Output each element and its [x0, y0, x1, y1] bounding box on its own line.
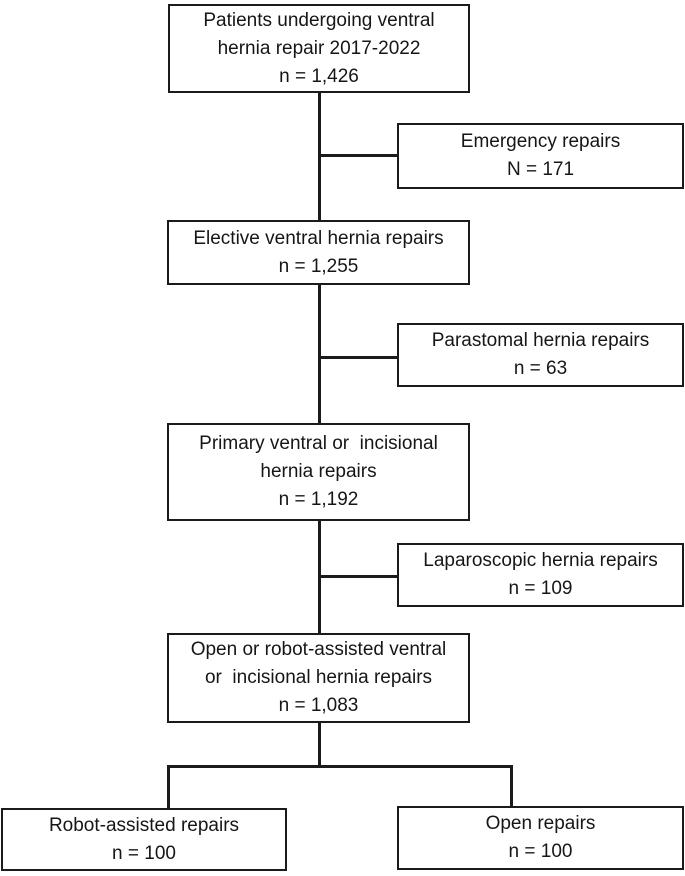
node-elective-count: n = 1,255: [278, 255, 359, 277]
connector-split-bar: [167, 765, 513, 768]
node-laparoscopic-count: n = 109: [508, 578, 573, 599]
node-patients-line-2: hernia repair 2017-2022: [217, 37, 421, 59]
node-open-repairs: Open repairs n = 100: [397, 806, 684, 870]
connector-branch-emergency: [320, 154, 398, 157]
node-robot-assisted-count: n = 100: [112, 842, 176, 864]
connector-spine-2: [318, 284, 321, 424]
connector-spine-4: [318, 722, 321, 767]
node-patients-count: n = 1,426: [279, 65, 359, 87]
node-parastomal: Parastomal hernia repairs n = 63: [397, 323, 684, 387]
connector-split-left: [167, 765, 170, 809]
connector-split-right: [510, 765, 513, 807]
node-parastomal-line-1: Parastomal hernia repairs: [431, 330, 650, 351]
node-emergency-line-1: Emergency repairs: [460, 131, 621, 152]
node-emergency-count: N = 171: [506, 159, 575, 180]
node-laparoscopic: Laparoscopic hernia repairs n = 109: [397, 543, 684, 607]
node-robot-assisted: Robot-assisted repairs n = 100: [1, 808, 287, 871]
node-robot-assisted-line-1: Robot-assisted repairs: [48, 814, 240, 836]
node-emergency: Emergency repairs N = 171: [397, 123, 684, 189]
node-laparoscopic-line-1: Laparoscopic hernia repairs: [423, 550, 658, 571]
connector-spine-3: [318, 520, 321, 634]
node-patients: Patients undergoing ventral hernia repai…: [168, 4, 470, 93]
node-primary-line-1: Primary ventral or incisional: [199, 433, 438, 454]
node-primary-count: n = 1,192: [278, 489, 359, 510]
connector-spine-1: [318, 92, 321, 221]
node-primary: Primary ventral or incisional hernia rep…: [167, 423, 470, 521]
node-open-robot-count: n = 1,083: [278, 695, 359, 716]
node-open-robot: Open or robot-assisted ventral or incisi…: [167, 633, 470, 723]
connector-branch-parastomal: [320, 356, 398, 359]
node-open-robot-line-1: Open or robot-assisted ventral: [190, 639, 447, 660]
node-patients-line-1: Patients undergoing ventral: [203, 9, 435, 31]
node-elective-line-1: Elective ventral hernia repairs: [193, 227, 444, 249]
node-open-robot-line-2: or incisional hernia repairs: [204, 667, 433, 688]
connector-branch-laparoscopic: [320, 575, 398, 578]
node-elective: Elective ventral hernia repairs n = 1,25…: [167, 220, 470, 285]
node-open-repairs-line-1: Open repairs: [485, 813, 596, 834]
node-parastomal-count: n = 63: [513, 358, 568, 379]
node-open-repairs-count: n = 100: [508, 841, 573, 862]
node-primary-line-2: hernia repairs: [260, 461, 377, 482]
